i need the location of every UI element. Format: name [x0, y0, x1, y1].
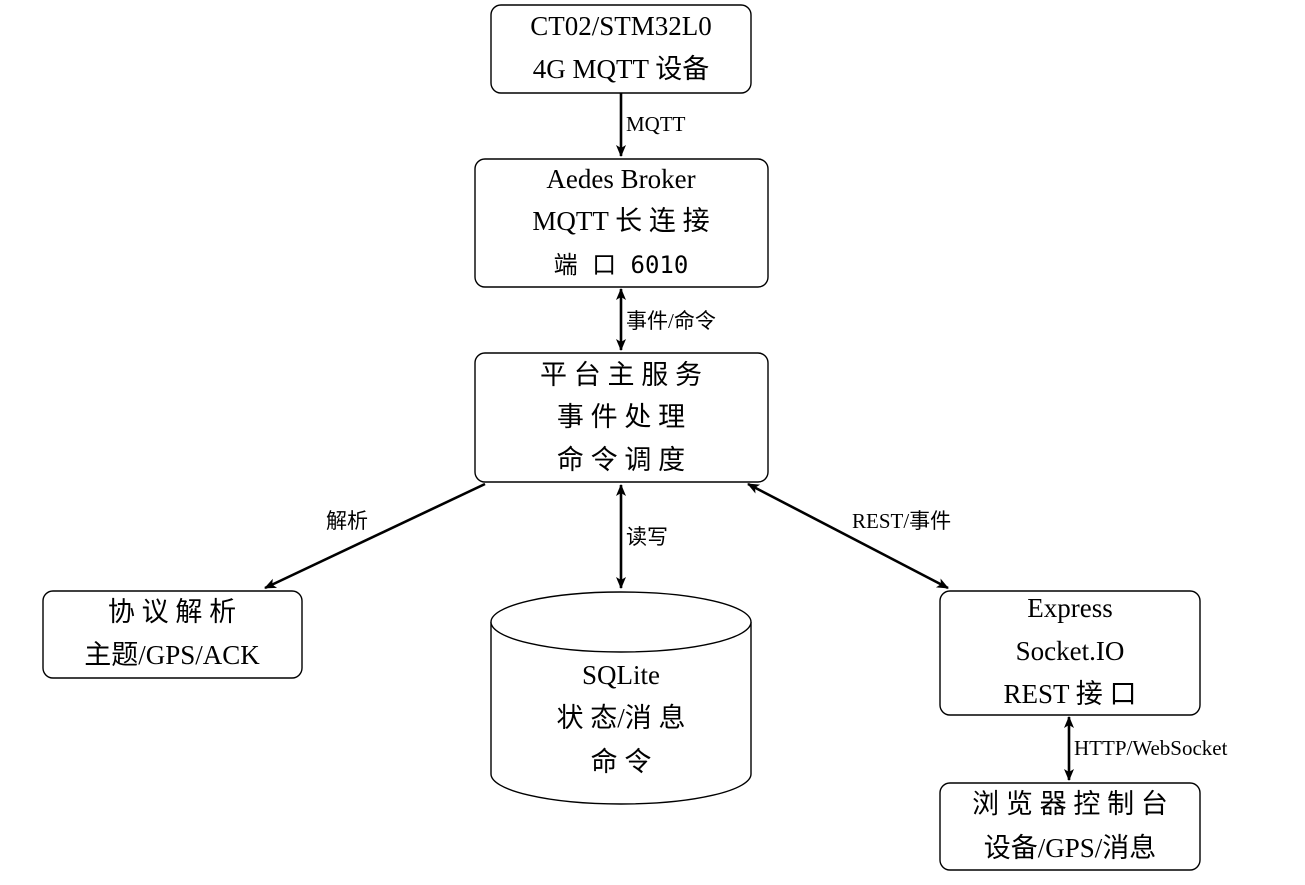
- edge-platform-database: 读写: [616, 484, 668, 589]
- edge-platform-express: REST/事件: [747, 482, 951, 590]
- node-database-line-1: SQLite: [582, 660, 660, 690]
- node-device-line-2: 4G MQTT 设备: [533, 54, 710, 84]
- edge-device-to-broker: MQTT: [616, 93, 686, 157]
- node-device: CT02/STM32L0 4G MQTT 设备: [490, 4, 752, 94]
- node-device-line-1: CT02/STM32L0: [530, 11, 712, 41]
- node-express-line-3: REST 接 口: [1003, 679, 1136, 709]
- node-broker-line-2: MQTT 长 连 接: [532, 206, 709, 236]
- edge-label-http-websocket: HTTP/WebSocket: [1074, 736, 1228, 760]
- node-platform-line-1: 平 台 主 服 务: [540, 360, 702, 390]
- edge-label-read-write: 读写: [626, 525, 668, 549]
- node-parser-line-2: 主题/GPS/ACK: [84, 640, 260, 670]
- node-platform: 平 台 主 服 务 事 件 处 理 命 令 调 度: [474, 352, 769, 483]
- node-parser: 协 议 解 析 主题/GPS/ACK: [42, 590, 303, 679]
- edge-label-parse: 解析: [326, 509, 368, 533]
- node-database-line-3: 命 令: [591, 747, 652, 777]
- edge-platform-to-parser: 解析: [264, 482, 486, 590]
- node-browser-line-2: 设备/GPS/消息: [984, 833, 1157, 863]
- node-platform-line-3: 命 令 调 度: [557, 445, 685, 475]
- node-browser-line-1: 浏 览 器 控 制 台: [972, 789, 1168, 819]
- edge-label-events-commands: 事件/命令: [626, 309, 716, 333]
- node-platform-line-2: 事 件 处 理: [557, 402, 685, 432]
- node-broker-line-3: 端 口 6010: [554, 251, 689, 279]
- node-broker-line-1: Aedes Broker: [546, 164, 695, 194]
- node-parser-line-1: 协 议 解 析: [108, 597, 236, 627]
- edge-label-rest-events: REST/事件: [852, 509, 951, 533]
- node-database-line-2: 状 态/消 息: [556, 703, 685, 733]
- node-database: SQLite 状 态/消 息 命 令: [490, 591, 752, 805]
- edge-label-mqtt: MQTT: [626, 112, 686, 136]
- node-express-line-1: Express: [1027, 593, 1112, 623]
- node-browser: 浏 览 器 控 制 台 设备/GPS/消息: [939, 782, 1201, 871]
- edge-express-browser: HTTP/WebSocket: [1064, 716, 1228, 781]
- node-express-line-2: Socket.IO: [1016, 636, 1125, 666]
- node-express: Express Socket.IO REST 接 口: [939, 590, 1201, 716]
- node-broker: Aedes Broker MQTT 长 连 接 端 口 6010: [474, 158, 769, 288]
- edge-broker-platform: 事件/命令: [616, 288, 716, 351]
